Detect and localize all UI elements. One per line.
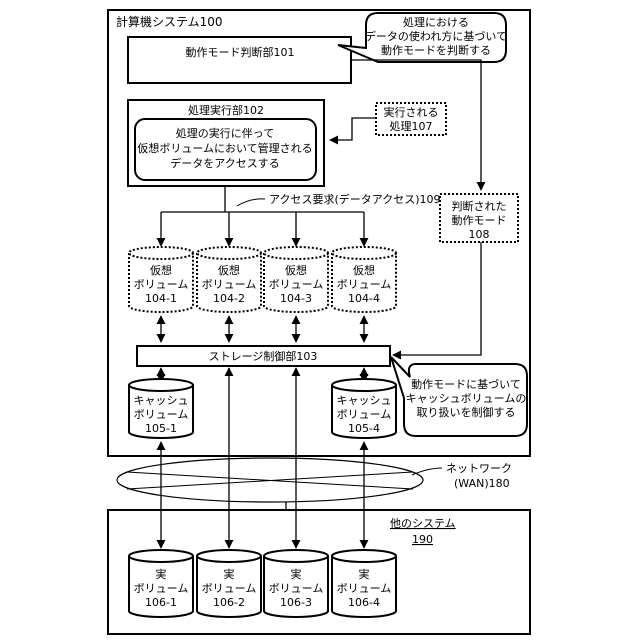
judged-mode-line1: 判断された [452, 199, 507, 213]
real-volume-4-id: 106-4 [348, 596, 380, 609]
judged-mode-line3: 108 [469, 228, 490, 241]
callout-bottom-line3: 取り扱いを制御する [417, 405, 516, 419]
virtual-volume-4-line1: 仮想 [353, 263, 375, 277]
other-system-title: 他のシステム [390, 517, 456, 530]
callout-bottom-line1: 動作モードに基づいて [411, 377, 521, 391]
virtual-volume-3-id: 104-3 [280, 292, 312, 305]
mode-judge-label: 動作モード判断部101 [186, 45, 295, 59]
real-volume-2-line2: ボリューム [202, 582, 257, 595]
virtual-volume-2-line2: ボリューム [202, 278, 257, 291]
real-volume-1-line1: 実 [156, 567, 167, 581]
judged-mode-line2: 動作モード [452, 213, 507, 227]
cache-volume-4-line1: キャッシュ [337, 394, 392, 407]
virtual-volume-4-line2: ボリューム [337, 278, 392, 291]
computer-system-title: 計算機システム100 [116, 14, 223, 29]
other-system-id: 190 [412, 533, 433, 546]
process-107-line1: 実行される [384, 105, 439, 119]
virtual-volume-4: 仮想 ボリューム 104-4 [332, 247, 396, 312]
real-volume-4-line1: 実 [359, 567, 370, 581]
cache-volume-1-line1: キャッシュ [134, 394, 189, 407]
virtual-volume-2: 仮想 ボリューム 104-2 [197, 247, 261, 312]
arrow-process-to-exec [330, 118, 376, 140]
mode-judge-box [128, 37, 351, 83]
real-volume-1-line2: ボリューム [134, 582, 189, 595]
real-volume-3-line2: ボリューム [269, 582, 324, 595]
storage-controller-label: ストレージ制御部103 [209, 349, 318, 363]
process-107-line2: 処理107 [390, 120, 433, 133]
real-volume-1: 実 ボリューム 106-1 [129, 550, 193, 617]
real-volume-4-line2: ボリューム [337, 582, 392, 595]
virtual-volume-1-line1: 仮想 [150, 263, 172, 277]
exec-unit-title: 処理実行部102 [188, 103, 264, 117]
real-volume-3-id: 106-3 [280, 596, 312, 609]
cache-volume-1: キャッシュ ボリューム 105-1 [129, 379, 193, 438]
virtual-volume-4-id: 104-4 [348, 292, 380, 305]
access-request-leader [237, 199, 265, 206]
network-label-line2: (WAN)180 [454, 477, 510, 490]
real-volume-4: 実 ボリューム 106-4 [332, 550, 396, 617]
cache-volume-1-id: 105-1 [145, 422, 177, 435]
cache-volume-4-id: 105-4 [348, 422, 380, 435]
callout-top-line2: データの使われ方に基づいて [365, 29, 507, 43]
access-request-label: アクセス要求(データアクセス)109 [269, 192, 440, 206]
virtual-volume-3-line2: ボリューム [269, 278, 324, 291]
real-volume-1-id: 106-1 [145, 596, 177, 609]
callout-top-line3: 動作モードを判断する [381, 43, 491, 57]
network-label-line1: ネットワーク [446, 462, 512, 475]
real-volume-2: 実 ボリューム 106-2 [197, 550, 261, 617]
virtual-volume-2-line1: 仮想 [218, 263, 240, 277]
callout-bottom-line2: キャッシュボリュームの [406, 392, 527, 405]
callout-top-line1: 処理における [403, 16, 469, 29]
exec-unit-inner-line3: データをアクセスする [170, 156, 279, 170]
exec-unit-inner-line1: 処理の実行に伴って [176, 126, 274, 140]
virtual-volume-1: 仮想 ボリューム 104-1 [129, 247, 193, 312]
virtual-volume-3: 仮想 ボリューム 104-3 [264, 247, 328, 312]
arrow-mode-to-storage [393, 242, 481, 355]
virtual-volume-3-line1: 仮想 [285, 263, 307, 277]
exec-unit-inner-line2: 仮想ボリュームにおいて管理される [137, 141, 312, 155]
virtual-volume-1-line2: ボリューム [134, 278, 189, 291]
real-volume-3-line1: 実 [291, 567, 302, 581]
cache-volume-4: キャッシュ ボリューム 105-4 [332, 379, 396, 438]
cache-volume-1-line2: ボリューム [134, 408, 189, 421]
real-volume-3: 実 ボリューム 106-3 [264, 550, 328, 617]
real-volume-2-id: 106-2 [213, 596, 245, 609]
virtual-volume-1-id: 104-1 [145, 292, 177, 305]
cache-volume-4-line2: ボリューム [337, 408, 392, 421]
real-volume-2-line1: 実 [224, 567, 235, 581]
virtual-volume-2-id: 104-2 [213, 292, 245, 305]
